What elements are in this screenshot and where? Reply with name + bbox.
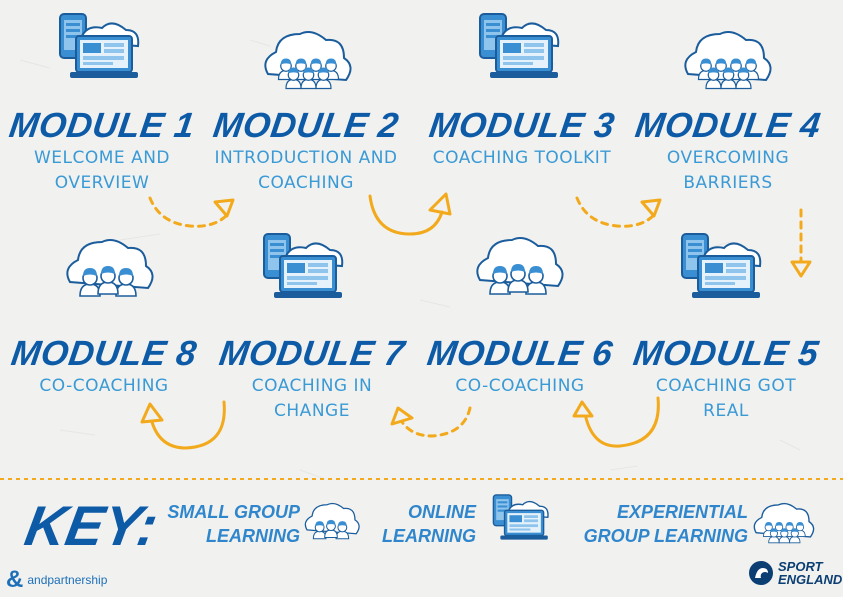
module-subtitle-line: CO-COACHING bbox=[39, 376, 169, 396]
module-6: MODULE 6 CO-COACHING bbox=[420, 334, 620, 399]
module-subtitle-line: CO-COACHING bbox=[455, 376, 585, 396]
sport-england-line1: SPORT bbox=[778, 559, 823, 574]
module-subtitle-line: BARRIERS bbox=[683, 173, 773, 193]
key-label-online: ONLINE LEARNING bbox=[372, 500, 476, 548]
andpartnership-logo: & andpartnership bbox=[6, 568, 107, 592]
module-title: MODULE 4 bbox=[632, 106, 824, 145]
arrow-module7-to-8 bbox=[140, 400, 226, 450]
module-5: MODULE 5 COACHING GOT REAL bbox=[626, 334, 826, 424]
small-group-icon bbox=[62, 238, 154, 304]
module-subtitle-line: COACHING IN bbox=[251, 376, 373, 396]
module-subtitle-line: OVERCOMING bbox=[666, 148, 790, 168]
module-title: MODULE 3 bbox=[426, 106, 618, 145]
key-divider bbox=[0, 478, 843, 480]
arrow-module6-to-7 bbox=[390, 406, 472, 438]
module-subtitle-line: COACHING bbox=[258, 173, 354, 193]
arrow-module2-to-3 bbox=[368, 192, 452, 236]
module-subtitle-line: CHANGE bbox=[274, 401, 350, 421]
online-learning-icon bbox=[681, 233, 762, 299]
module-7: MODULE 7 COACHING IN CHANGE bbox=[212, 334, 412, 424]
module-4: MODULE 4 OVERCOMING BARRIERS bbox=[628, 106, 828, 196]
experiential-group-icon bbox=[752, 502, 816, 544]
module-subtitle-line: INTRODUCTION AND bbox=[214, 148, 398, 168]
arrow-module5-to-6 bbox=[572, 396, 660, 448]
module-title: MODULE 7 bbox=[216, 334, 408, 373]
arrow-module3-to-4 bbox=[575, 196, 662, 228]
module-subtitle-line: WELCOME AND bbox=[33, 148, 171, 168]
module-1: MODULE 1 WELCOME AND OVERVIEW bbox=[2, 106, 202, 196]
module-title: MODULE 5 bbox=[630, 334, 822, 373]
module-title: MODULE 2 bbox=[210, 106, 402, 145]
key-label-line: SMALL GROUP bbox=[167, 502, 300, 522]
key-label-line: ONLINE bbox=[407, 502, 476, 522]
key-label-line: EXPERIENTIAL bbox=[616, 502, 748, 522]
sport-england-lion-icon bbox=[749, 561, 773, 585]
sport-england-line2: ENGLAND bbox=[778, 572, 843, 587]
key-label-line: GROUP LEARNING bbox=[583, 526, 748, 546]
module-title: MODULE 6 bbox=[424, 334, 616, 373]
key-label-line: LEARNING bbox=[206, 526, 300, 546]
module-3: MODULE 3 COACHING TOOLKIT bbox=[422, 106, 622, 171]
experiential-group-icon bbox=[262, 30, 354, 90]
module-subtitle-line: OVERVIEW bbox=[54, 173, 150, 193]
online-learning-icon bbox=[263, 233, 344, 299]
small-group-icon bbox=[302, 500, 360, 546]
module-8: MODULE 8 CO-COACHING bbox=[4, 334, 204, 399]
online-learning-icon bbox=[492, 494, 549, 541]
experiential-group-icon bbox=[682, 30, 774, 90]
key-label-experiential: EXPERIENTIAL GROUP LEARNING bbox=[566, 500, 748, 548]
module-subtitle-line: REAL bbox=[703, 401, 749, 421]
ampersand-symbol: & bbox=[6, 566, 24, 593]
andpartnership-text: andpartnership bbox=[27, 573, 108, 587]
module-2: MODULE 2 INTRODUCTION AND COACHING bbox=[206, 106, 406, 196]
module-subtitle-line: COACHING TOOLKIT bbox=[432, 148, 612, 168]
key-label-small-group: SMALL GROUP LEARNING bbox=[160, 500, 300, 548]
small-group-icon bbox=[472, 236, 564, 302]
arrow-module1-to-2 bbox=[148, 196, 235, 228]
online-learning-icon bbox=[59, 13, 140, 79]
module-title: MODULE 8 bbox=[8, 334, 200, 373]
module-subtitle-line: COACHING GOT bbox=[655, 376, 797, 396]
arrow-module4-to-5 bbox=[790, 208, 812, 278]
module-title: MODULE 1 bbox=[6, 106, 198, 145]
key-label-line: LEARNING bbox=[382, 526, 476, 546]
sport-england-logo: SPORT ENGLAND bbox=[748, 560, 842, 586]
key-title: KEY: bbox=[20, 494, 163, 557]
online-learning-icon bbox=[479, 13, 560, 79]
